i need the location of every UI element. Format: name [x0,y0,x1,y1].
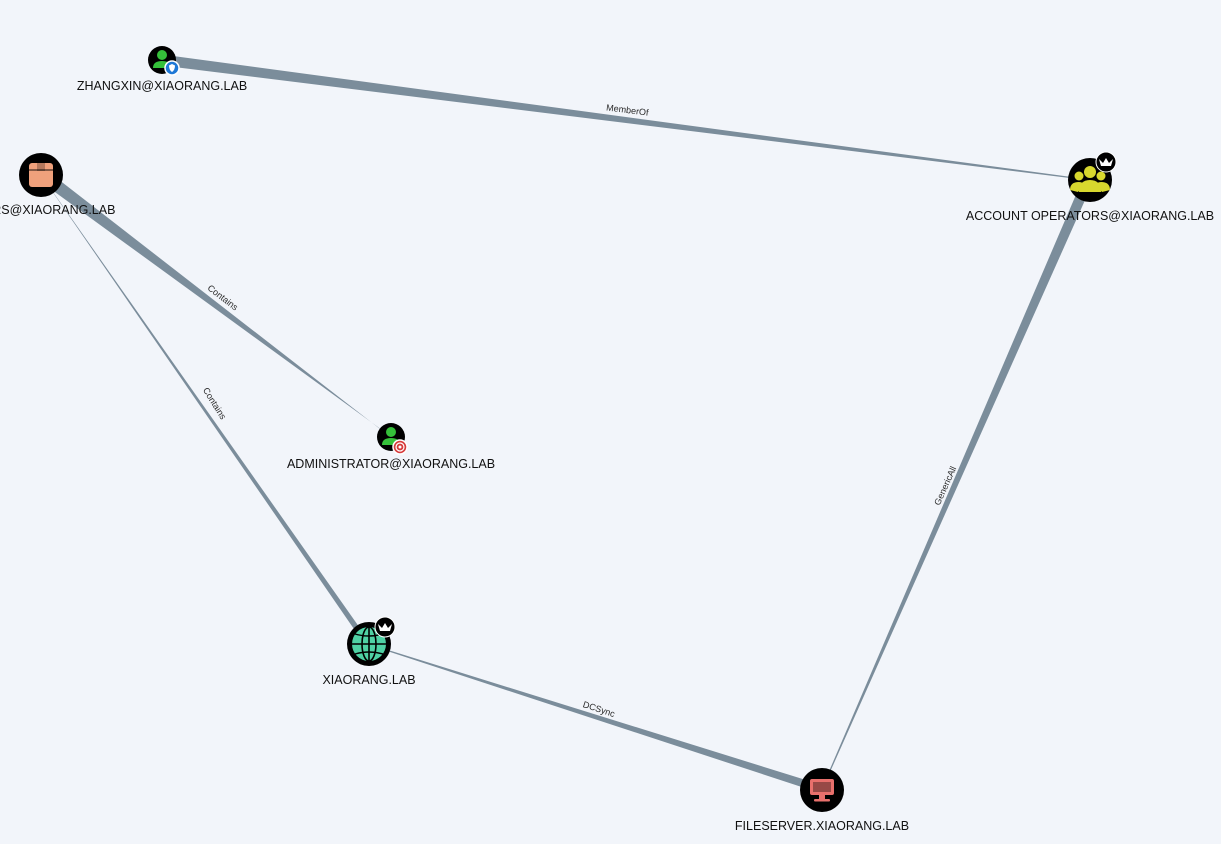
computer-icon [810,779,834,802]
node-label-fileserver: FILESERVER.XIAORANG.LAB [735,819,909,833]
node-label-account-operators: ACCOUNT OPERATORS@XIAORANG.LAB [966,209,1214,223]
group-icon [1070,166,1110,192]
node-administrator[interactable]: ADMINISTRATOR@XIAORANG.LAB [287,423,495,471]
node-label-users-container: USERS@XIAORANG.LAB [0,203,115,217]
target-badge-icon [392,439,408,455]
node-fileserver[interactable]: FILESERVER.XIAORANG.LAB [735,768,909,833]
edge-genericall[interactable]: GenericAll [821,176,1094,790]
node-domain[interactable]: XIAORANG.LAB [322,616,416,687]
node-account-operators[interactable]: ACCOUNT OPERATORS@XIAORANG.LAB [966,151,1214,223]
high-value-crown-badge-icon [374,616,396,638]
edge-dcsync[interactable]: DCSync [369,644,822,793]
high-value-crown-badge-icon [1095,151,1117,173]
edge-contains-domain[interactable]: Contains [41,175,369,645]
node-users-container[interactable]: USERS@XIAORANG.LAB [0,153,115,217]
node-label-administrator: ADMINISTRATOR@XIAORANG.LAB [287,457,495,471]
node-label-domain: XIAORANG.LAB [322,673,415,687]
owned-shield-badge-icon [164,60,180,76]
edge-memberof[interactable]: MemberOf [162,54,1090,181]
container-box-icon [29,163,53,187]
node-zhangxin[interactable]: ZHANGXIN@XIAORANG.LAB [77,46,247,93]
edge-label-contains-domain: Contains [201,386,229,422]
node-label-zhangxin: ZHANGXIN@XIAORANG.LAB [77,79,247,93]
